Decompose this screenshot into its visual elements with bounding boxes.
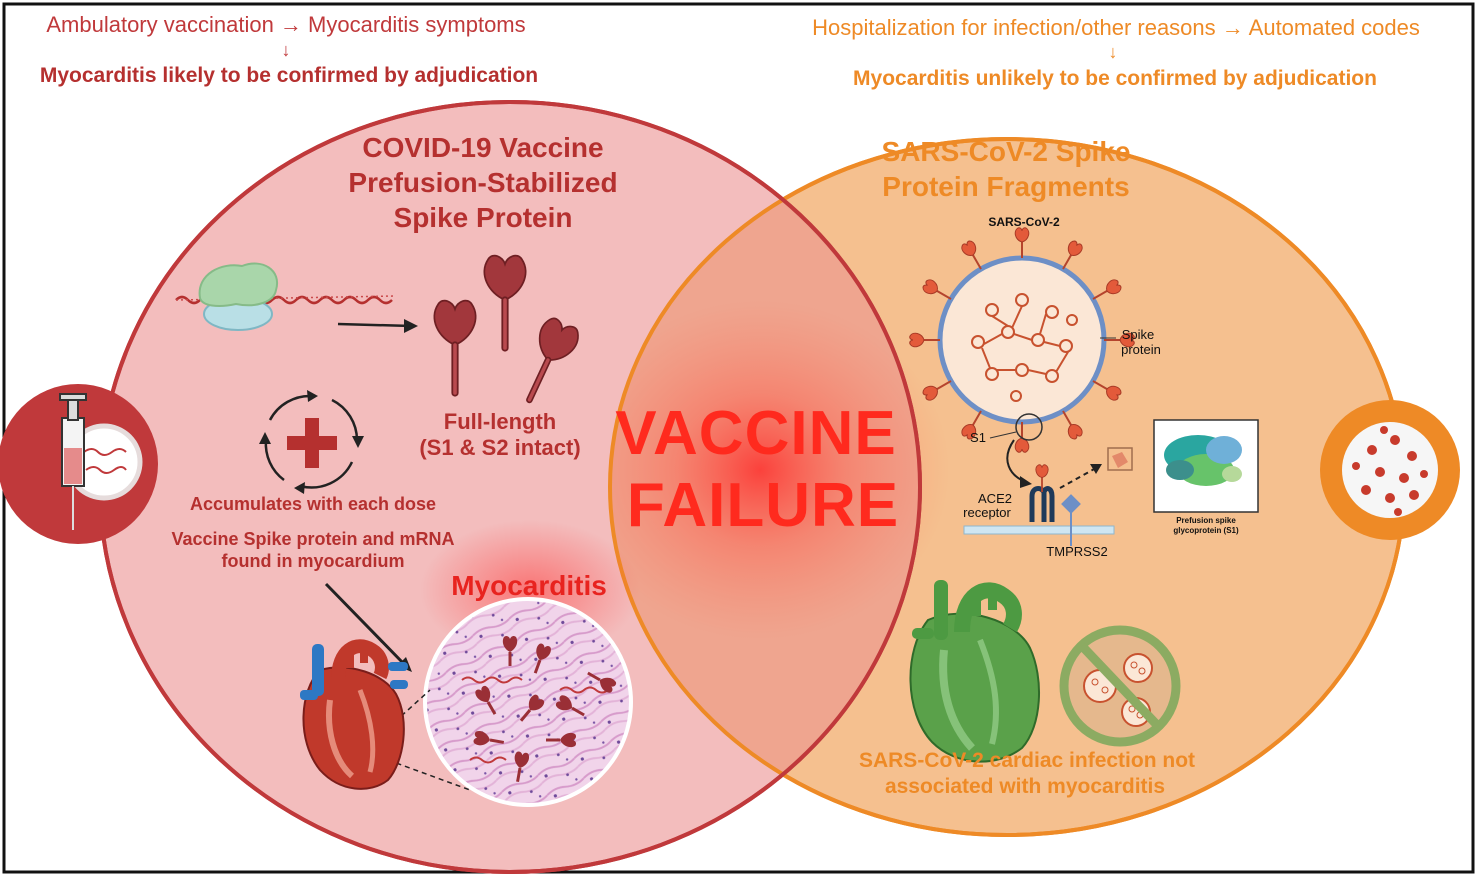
- right-title-line1: SARS-CoV-2 Spike: [881, 136, 1131, 167]
- sars-cov-2-virion: [908, 226, 1136, 454]
- cycle-plus-icon: [259, 390, 364, 494]
- ace2-line1: ACE2: [978, 491, 1012, 506]
- spike-label-line1: Spike: [1121, 327, 1155, 342]
- anatomical-heart-icon: [300, 639, 408, 790]
- right-bottom-line2: associated with myocarditis: [884, 775, 1166, 798]
- coronavirus-icon: [1320, 400, 1460, 540]
- sars-cov-2-label: SARS-CoV-2: [988, 215, 1060, 229]
- tmprss2-label: TMPRSS2: [1046, 544, 1108, 559]
- s1-label: S1: [970, 430, 986, 445]
- green-heart-icon: [909, 580, 1040, 763]
- tmprss2-icon: [1061, 494, 1081, 546]
- header-right-arrow: ↓: [1108, 42, 1118, 62]
- ace2-receptor-icon: [1029, 463, 1055, 522]
- right-bottom-line1: SARS-CoV-2 cardiac infection not: [858, 749, 1196, 772]
- arrow-to-tissue: [324, 582, 406, 666]
- accumulates-label: Accumulates with each dose: [189, 494, 437, 514]
- overlap-region: [610, 139, 950, 835]
- header-right-line2: Myocarditis unlikely to be confirmed by …: [853, 67, 1377, 90]
- cell-membrane: [963, 525, 1115, 535]
- prefusion-line1: Prefusion spike: [1176, 516, 1236, 525]
- myocardium-tissue: [423, 597, 633, 807]
- full-length-line2: (S1 & S2 intact): [419, 435, 581, 460]
- s1-callout: [1015, 413, 1043, 441]
- right-title-line2: Protein Fragments: [882, 171, 1130, 202]
- left-title-line1: COVID-19 Vaccine: [362, 132, 604, 163]
- spike-label-line2: protein: [1121, 342, 1161, 357]
- spike-fragment-icon: [1107, 447, 1133, 471]
- no-virus-icon: [1059, 625, 1181, 747]
- prefusion-line2: glycoprotein (S1): [1173, 526, 1239, 535]
- left-title-line3: Spike Protein: [393, 202, 573, 233]
- ribosome-mrna-icon: [175, 262, 396, 331]
- found-line1: Vaccine Spike protein and mRNA: [171, 529, 455, 549]
- prefusion-spike-structure: [1153, 419, 1259, 513]
- full-length-line1: Full-length: [443, 409, 557, 434]
- header-right-line1: Hospitalization for infection/other reas…: [812, 15, 1420, 40]
- ace2-line2: receptor: [963, 505, 1011, 520]
- vaccine-failure-line2: FAILURE: [626, 471, 900, 540]
- myocarditis-label: Myocarditis: [451, 570, 607, 601]
- arrow-mrna-to-spikes: [337, 322, 413, 328]
- vaccine-failure-line1: VACCINE: [615, 399, 897, 468]
- found-line2: found in myocardium: [221, 551, 405, 571]
- header-left-line1: Ambulatory vaccination → Myocarditis sym…: [46, 12, 526, 37]
- header-left-arrow: ↓: [281, 40, 291, 60]
- header-left-line2: Myocarditis likely to be confirmed by ad…: [39, 64, 539, 87]
- left-title-line2: Prefusion-Stabilized: [348, 167, 618, 198]
- syringe-icon: [0, 384, 158, 544]
